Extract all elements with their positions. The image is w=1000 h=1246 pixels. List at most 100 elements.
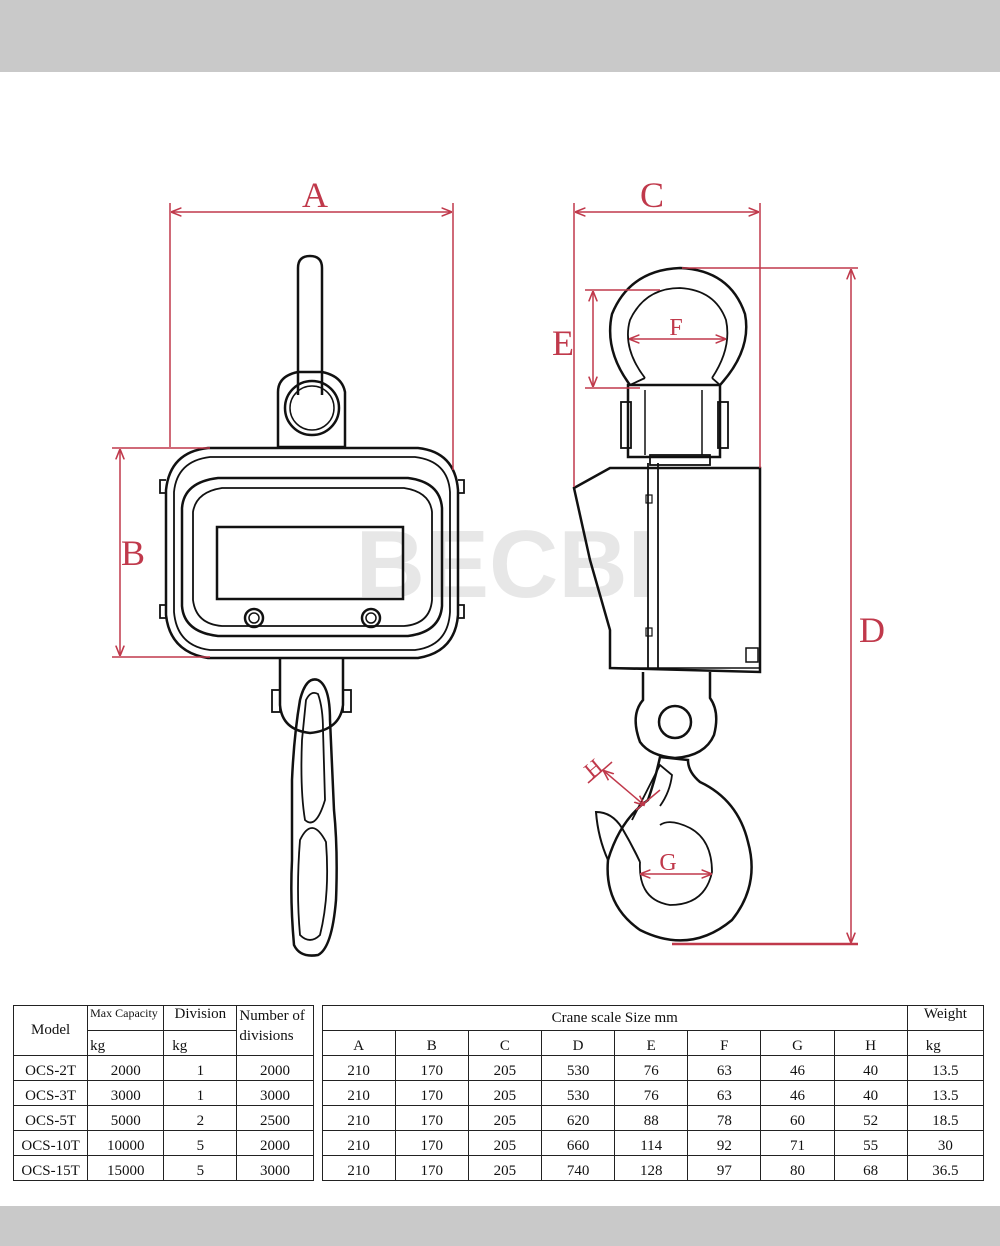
- size-col-a: A: [321, 1030, 396, 1056]
- size-cell: 210: [321, 1155, 396, 1181]
- dim-h-label: H: [579, 754, 607, 783]
- division-cell: 1: [163, 1080, 238, 1106]
- divisions-cell: 3000: [236, 1080, 314, 1106]
- front-dimensions: [112, 203, 454, 658]
- model-cell: OCS-15T: [12, 1155, 89, 1181]
- size-cell: 40: [833, 1055, 908, 1081]
- upper-block: [276, 370, 347, 449]
- model-cell: OCS-2T: [12, 1055, 89, 1081]
- size-cell: 78: [687, 1105, 762, 1131]
- size-cell: 210: [321, 1130, 396, 1156]
- size-col-g: G: [760, 1030, 835, 1056]
- size-cell: 170: [394, 1130, 469, 1156]
- size-cell: 170: [394, 1080, 469, 1106]
- divisions-cell: 2000: [236, 1130, 314, 1156]
- capacity-cell: 2000: [87, 1055, 165, 1081]
- size-cell: 52: [833, 1105, 908, 1131]
- weight-cell: 18.5: [906, 1105, 985, 1131]
- number-of-divisions-header: Number of divisions: [236, 1005, 314, 1056]
- table-row: OCS-3T 3000 1 3000 210 170 205 530 76 63…: [12, 1080, 985, 1106]
- size-cell: 205: [467, 1105, 543, 1131]
- upper-pin: [283, 379, 341, 437]
- spec-table: Model Max Capacity Division Number of di…: [12, 1005, 985, 1181]
- swivel-block: [626, 383, 722, 459]
- bottom-band: [0, 1206, 1000, 1246]
- size-cell: 80: [760, 1155, 835, 1181]
- size-col-d: D: [540, 1030, 616, 1056]
- capacity-cell: 15000: [87, 1155, 165, 1181]
- size-cell: 97: [687, 1155, 762, 1181]
- dim-f-label: F: [669, 315, 682, 341]
- table-header-row-1: Model Max Capacity Division Number of di…: [12, 1005, 985, 1181]
- size-cell: 660: [540, 1130, 616, 1156]
- dim-h-line: [604, 771, 644, 805]
- top-band: [0, 0, 1000, 72]
- size-cell: 71: [760, 1130, 835, 1156]
- button-left: [243, 607, 265, 629]
- divisions-cell: 2500: [236, 1105, 314, 1131]
- table-row: OCS-5T 5000 2 2500 210 170 205 620 88 78…: [12, 1105, 985, 1131]
- size-col-e: E: [614, 1030, 689, 1056]
- size-header: Crane scale Size mm: [321, 1005, 908, 1031]
- size-cell: 114: [614, 1130, 689, 1156]
- dim-a-label: A: [302, 175, 328, 215]
- lower-block: [278, 658, 345, 735]
- side-view: [572, 266, 762, 942]
- division-cell: 1: [163, 1055, 238, 1081]
- capacity-cell: 3000: [87, 1080, 165, 1106]
- size-cell: 170: [394, 1105, 469, 1131]
- side-dimensions: [573, 203, 858, 946]
- size-cell: 170: [394, 1055, 469, 1081]
- size-cell: 210: [321, 1105, 396, 1131]
- size-cell: 210: [321, 1055, 396, 1081]
- size-cell: 210: [321, 1080, 396, 1106]
- hook-front: [290, 678, 338, 957]
- capacity-cell: 5000: [87, 1105, 165, 1131]
- size-cell: 205: [467, 1130, 543, 1156]
- size-col-c: C: [467, 1030, 543, 1056]
- capacity-cell: 10000: [87, 1130, 165, 1156]
- weight-cell: 13.5: [906, 1055, 985, 1081]
- button-right: [360, 607, 382, 629]
- size-cell: 205: [467, 1080, 543, 1106]
- size-cell: 530: [540, 1055, 616, 1081]
- size-cell: 46: [760, 1080, 835, 1106]
- weight-cell: 13.5: [906, 1080, 985, 1106]
- size-cell: 740: [540, 1155, 616, 1181]
- size-cell: 46: [760, 1055, 835, 1081]
- housing-inner: [180, 476, 444, 638]
- front-view: [159, 254, 465, 957]
- size-cell: 620: [540, 1105, 616, 1131]
- lower-pin: [657, 704, 693, 740]
- weight-header: Weight: [906, 1005, 985, 1031]
- model-cell: OCS-3T: [12, 1080, 89, 1106]
- divisions-cell: 2000: [236, 1055, 314, 1081]
- crane-scale-diagram: BECBI: [112, 175, 885, 957]
- size-col-b: B: [394, 1030, 469, 1056]
- size-cell: 88: [614, 1105, 689, 1131]
- weight-unit: kg: [906, 1030, 985, 1056]
- hook-side: [606, 755, 753, 942]
- size-cell: 76: [614, 1055, 689, 1081]
- dim-e-label: E: [552, 323, 574, 363]
- division-cell: 5: [163, 1130, 238, 1156]
- division-cell: 2: [163, 1105, 238, 1131]
- table-row: OCS-10T 10000 5 2000 210 170 205 660 114…: [12, 1130, 985, 1156]
- size-cell: 205: [467, 1055, 543, 1081]
- lower-swivel: [634, 672, 718, 760]
- size-cell: 170: [394, 1155, 469, 1181]
- weight-cell: 30: [906, 1130, 985, 1156]
- size-cell: 60: [760, 1105, 835, 1131]
- dim-c-label: C: [640, 175, 664, 215]
- dim-b-label: B: [121, 533, 145, 573]
- division-cell: 5: [163, 1155, 238, 1181]
- watermark-text: BECBI: [356, 511, 655, 618]
- housing-outer: [164, 446, 460, 660]
- division-header: Division: [163, 1005, 238, 1031]
- size-cell: 128: [614, 1155, 689, 1181]
- division-unit: kg: [163, 1030, 238, 1056]
- table-row: OCS-15T 15000 5 3000 210 170 205 740 128…: [12, 1155, 985, 1181]
- size-cell: 76: [614, 1080, 689, 1106]
- size-cell: 63: [687, 1055, 762, 1081]
- size-cell: 68: [833, 1155, 908, 1181]
